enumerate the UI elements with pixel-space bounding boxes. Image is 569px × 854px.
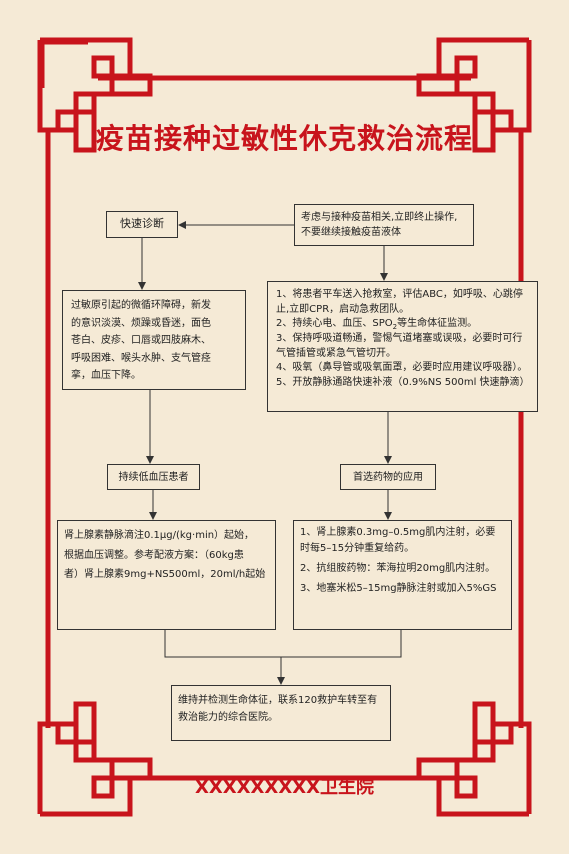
quick-diagnosis-label: 快速诊断 [120,217,164,231]
page-title: 疫苗接种过敏性休克救治流程 [95,122,473,155]
epi-line-2: 根据血压调整。参考配液方案：（60kg患 [64,549,244,561]
med-2: 2、抗组胺药物：苯海拉明20mg肌内注射。 [300,563,496,574]
cause-line-5: 挛，血压下降。 [71,370,141,381]
border-corner-top-right [416,37,532,153]
border-top-joins [147,76,422,78]
quick-diagnosis-box: 快速诊断 [106,211,178,238]
border-corner-bottom-left [37,701,153,817]
cause-line-4: 呼吸困难、喉头水肿、支气管痉 [71,352,211,364]
step-3: 3、保持呼吸道畅通，警惕气道堵塞或误吸，必要时可行气管插管或紧急气管切开。 [276,333,523,359]
medications-box: 1、肾上腺素0.3mg–0.5mg肌内注射，必要时每5–15分钟重复给药。 2、… [293,520,512,630]
cause-line-2: 的意识淡漠、烦躁或昏迷，面色 [71,317,211,329]
drug-of-choice-label: 首选药物的应用 [353,471,423,483]
med-3: 3、地塞米松5–15mg静脉注射或加入5%GS [300,583,497,594]
cause-line-1: 过敏原引起的微循环障碍，新发 [71,300,211,311]
emergency-steps-box: 1、将患者平车送入抢救室，评估ABC，如呼吸、心跳停止,立即CPR，启动急救团队… [267,281,538,412]
step-2-part-a: 2、持续心电、血压、SPO [276,318,393,329]
step-1: 1、将患者平车送入抢救室，评估ABC，如呼吸、心跳停止,立即CPR，启动急救团队… [276,289,523,315]
step-2: 2、持续心电、血压、SPO2等生命体征监测。 [276,317,529,332]
merge-line [164,630,402,658]
med-1: 1、肾上腺素0.3mg–0.5mg肌内注射，必要时每5–15分钟重复给药。 [300,527,496,554]
step-2-part-b: 等生命体征监测。 [397,318,478,329]
drug-of-choice-box: 首选药物的应用 [340,464,436,490]
stop-vaccination-box: 考虑与接种疫苗相关,立即终止操作, 不要继续接触疫苗液体 [294,204,474,246]
monitor-transfer-box: 维持并检测生命体征，联系120救护车转至有救治能力的综合医院。 [171,685,391,741]
cause-line-3: 苍白、皮疹、口唇或四肢麻木、 [71,335,211,346]
monitor-text: 维持并检测生命体征，联系120救护车转至有救治能力的综合医院。 [178,695,378,723]
hospital-name: XXXXXXXXX卫生院 [195,777,374,798]
persistent-hypotension-box: 持续低血压患者 [107,464,200,490]
step-2-subscript: 2 [392,323,398,331]
stop-line-1: 考虑与接种疫苗相关,立即终止操作, [301,212,458,223]
stop-line-2: 不要继续接触疫苗液体 [301,227,401,238]
epi-line-1: 肾上腺素静脉滴注0.1μg/(kg·min）起始， [64,530,255,541]
border-corner-bottom-right [416,701,532,817]
step-4: 4、吸氧（鼻导管或吸氧面罩，必要时应用建议呼吸器）。 [276,362,528,374]
border-main-lines [45,75,524,781]
epi-line-3: 者）肾上腺素9mg+NS500ml，20ml/h起始 [64,569,266,580]
step-5: 5、开放静脉通路快速补液（0.9%NS 500ml 快速静滴） [276,376,530,388]
persistent-hypotension-label: 持续低血压患者 [118,471,189,483]
border-corner-top-left [37,37,153,153]
epinephrine-infusion-box: 肾上腺素静脉滴注0.1μg/(kg·min）起始， 根据血压调整。参考配液方案：… [57,520,276,630]
cause-symptoms-box: 过敏原引起的微循环障碍，新发 的意识淡漠、烦躁或昏迷，面色 苍白、皮疹、口唇或四… [62,290,246,390]
